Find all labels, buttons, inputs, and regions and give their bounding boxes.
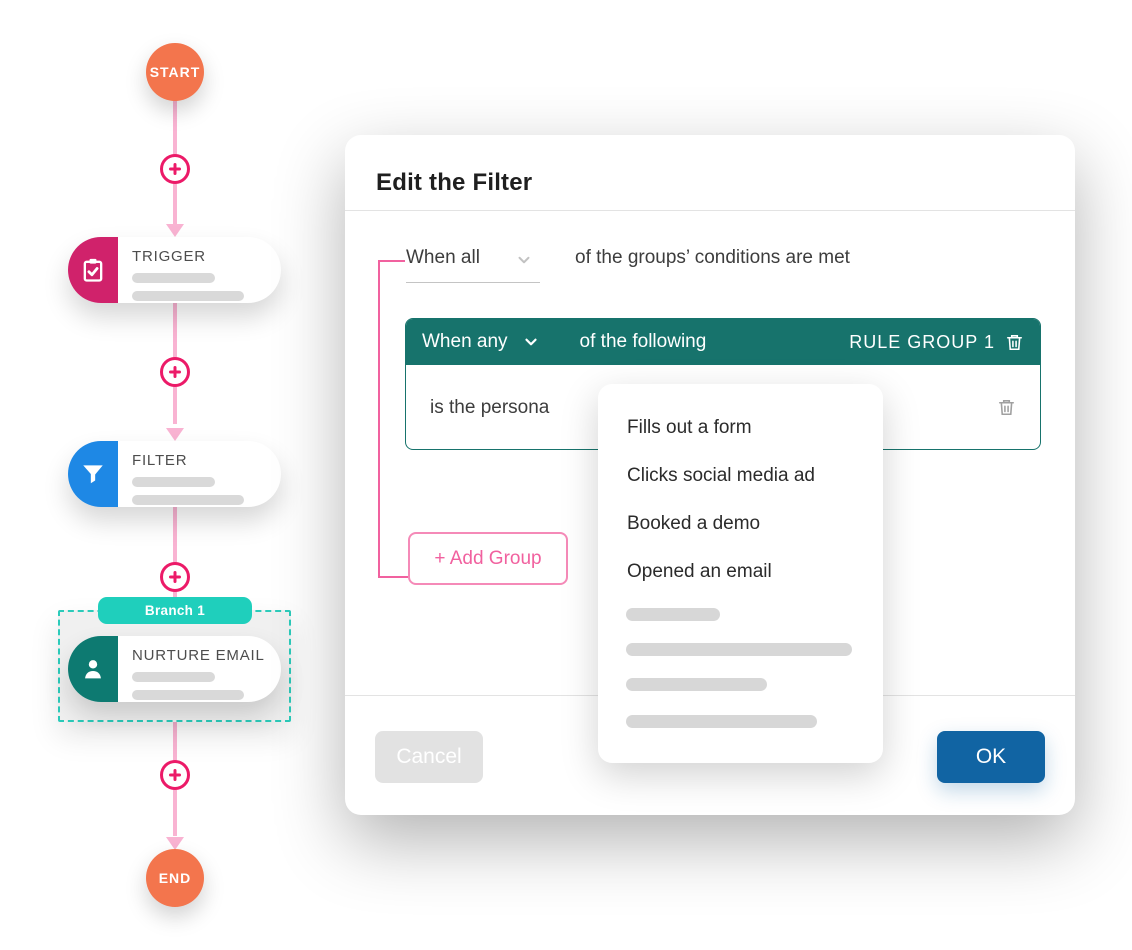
trigger-node-content: TRIGGER <box>118 237 281 303</box>
dropdown-option[interactable]: Fills out a form <box>627 417 752 438</box>
skeleton-bar <box>132 273 215 283</box>
chevron-down-icon[interactable] <box>515 251 533 269</box>
filter-node-content: FILTER <box>118 441 281 507</box>
end-node[interactable]: END <box>146 849 204 907</box>
skeleton-bar <box>132 477 215 487</box>
delete-rule-trash-icon[interactable] <box>997 398 1016 417</box>
add-step-plus-icon[interactable] <box>160 562 190 592</box>
ok-button[interactable]: OK <box>937 731 1045 783</box>
condition-suffix-text: of the groups’ conditions are met <box>575 247 850 268</box>
skeleton-bar <box>132 690 244 700</box>
add-step-plus-icon[interactable] <box>160 154 190 184</box>
dropdown-option[interactable]: Opened an email <box>627 561 772 582</box>
arrow-down-icon <box>166 224 184 237</box>
dropdown-option[interactable]: Booked a demo <box>627 513 761 534</box>
cancel-button[interactable]: Cancel <box>375 731 483 783</box>
skeleton-bar <box>626 715 817 728</box>
trigger-node[interactable]: TRIGGER <box>68 237 281 303</box>
filter-node[interactable]: FILTER <box>68 441 281 507</box>
trigger-node-label: TRIGGER <box>132 248 206 265</box>
rule-group-suffix-text: of the following <box>579 331 707 352</box>
rule-group-match-select[interactable]: When any <box>422 331 508 352</box>
skeleton-bar <box>132 495 244 505</box>
skeleton-bar <box>132 672 215 682</box>
add-group-button[interactable]: + Add Group <box>408 532 568 585</box>
chevron-down-icon[interactable] <box>522 333 540 351</box>
rule-row: is the persona <box>406 365 1040 450</box>
nurture-node-label: NURTURE EMAIL <box>132 647 265 664</box>
skeleton-bar <box>626 678 767 691</box>
rule-group-header: When any of the following RULE GROUP 1 <box>406 319 1040 365</box>
delete-group-trash-icon[interactable] <box>1005 333 1024 352</box>
start-node[interactable]: START <box>146 43 204 101</box>
condition-match-select[interactable]: When all <box>406 247 480 268</box>
nurture-icon-section <box>68 636 118 702</box>
branch-badge: Branch 1 <box>98 597 252 624</box>
rule-options-dropdown: Fills out a form Clicks social media ad … <box>598 384 883 763</box>
nurture-node-content: NURTURE EMAIL <box>118 636 281 702</box>
modal-title: Edit the Filter <box>376 169 533 196</box>
dropdown-option[interactable]: Clicks social media ad <box>627 465 815 486</box>
skeleton-bar <box>626 643 852 656</box>
clipboard-check-icon <box>79 256 107 284</box>
add-step-plus-icon[interactable] <box>160 357 190 387</box>
filter-node-label: FILTER <box>132 452 188 469</box>
group-bracket-line <box>378 260 405 262</box>
group-bracket-line <box>378 576 408 578</box>
nurture-email-node[interactable]: NURTURE EMAIL <box>68 636 281 702</box>
arrow-down-icon <box>166 837 184 850</box>
skeleton-bar <box>132 291 244 301</box>
divider <box>345 210 1075 211</box>
add-step-plus-icon[interactable] <box>160 760 190 790</box>
arrow-down-icon <box>166 428 184 441</box>
skeleton-bar <box>626 608 720 621</box>
person-icon <box>79 655 107 683</box>
select-underline <box>406 282 540 283</box>
connector-line <box>173 507 177 610</box>
rule-group-name: RULE GROUP 1 <box>849 331 995 352</box>
filter-icon-section <box>68 441 118 507</box>
trigger-icon-section <box>68 237 118 303</box>
edit-filter-modal: Edit the Filter When all of the groups’ … <box>345 135 1075 815</box>
funnel-icon <box>80 461 106 487</box>
group-bracket-line <box>378 261 380 578</box>
rule-condition-text[interactable]: is the persona <box>430 396 550 418</box>
